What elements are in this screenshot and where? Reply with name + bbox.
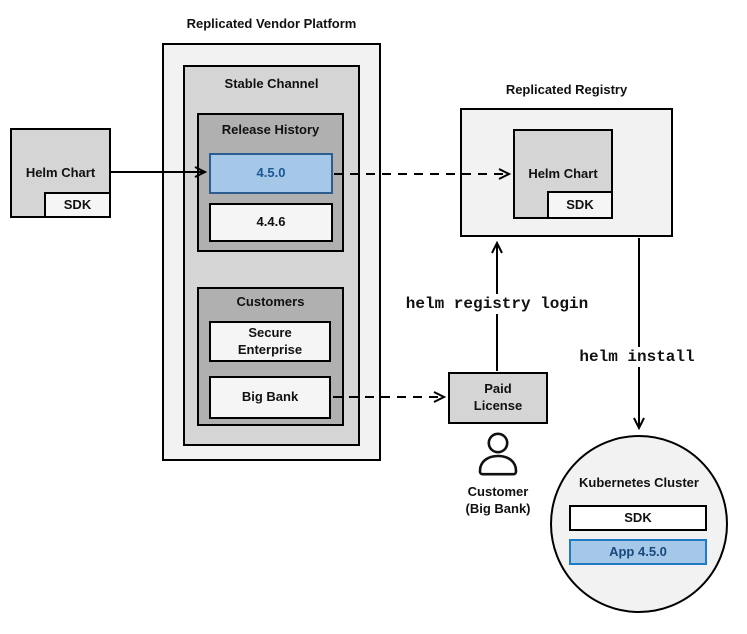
registry-helm-chart-label: Helm Chart <box>528 165 598 181</box>
cmd-helm-install: helm install <box>575 347 699 367</box>
vendor-platform-title: Replicated Vendor Platform <box>186 16 357 31</box>
stable-channel-box: Stable Channel Release History 4.5.0 4.4… <box>183 65 360 446</box>
customers-box: Customers Secure Enterprise Big Bank <box>197 287 344 426</box>
registry-helm-chart-box: Helm Chart SDK <box>513 129 613 219</box>
registry-title: Replicated Registry <box>505 82 628 97</box>
person-icon <box>478 432 518 476</box>
customer-label: Customer (Big Bank) <box>465 484 531 516</box>
helm-chart-source-sdk-box: SDK <box>44 192 111 218</box>
customer-item-big-bank: Big Bank <box>209 376 331 419</box>
cluster-app-box: App 4.5.0 <box>569 539 707 565</box>
helm-chart-source-box: Helm Chart SDK <box>10 128 111 218</box>
cluster-sdk-box: SDK <box>569 505 707 531</box>
kubernetes-cluster-circle: Kubernetes Cluster SDK App 4.5.0 <box>550 435 728 613</box>
registry-sdk-box: SDK <box>547 191 613 219</box>
release-history-box: Release History 4.5.0 4.4.6 <box>197 113 344 252</box>
release-history-title: Release History <box>221 122 320 137</box>
cmd-helm-registry-login: helm registry login <box>401 294 593 314</box>
customer-item-secure-enterprise: Secure Enterprise <box>209 321 331 362</box>
helm-chart-source-label: Helm Chart <box>25 164 96 180</box>
release-item-4-5-0: 4.5.0 <box>209 153 333 194</box>
release-item-4-4-6: 4.4.6 <box>209 203 333 242</box>
customers-title: Customers <box>236 294 305 309</box>
cluster-title: Kubernetes Cluster <box>579 475 699 490</box>
vendor-platform-box: Stable Channel Release History 4.5.0 4.4… <box>162 43 381 461</box>
stable-channel-title: Stable Channel <box>224 76 319 91</box>
registry-box: Helm Chart SDK <box>460 108 673 237</box>
paid-license-box: Paid License <box>448 372 548 424</box>
